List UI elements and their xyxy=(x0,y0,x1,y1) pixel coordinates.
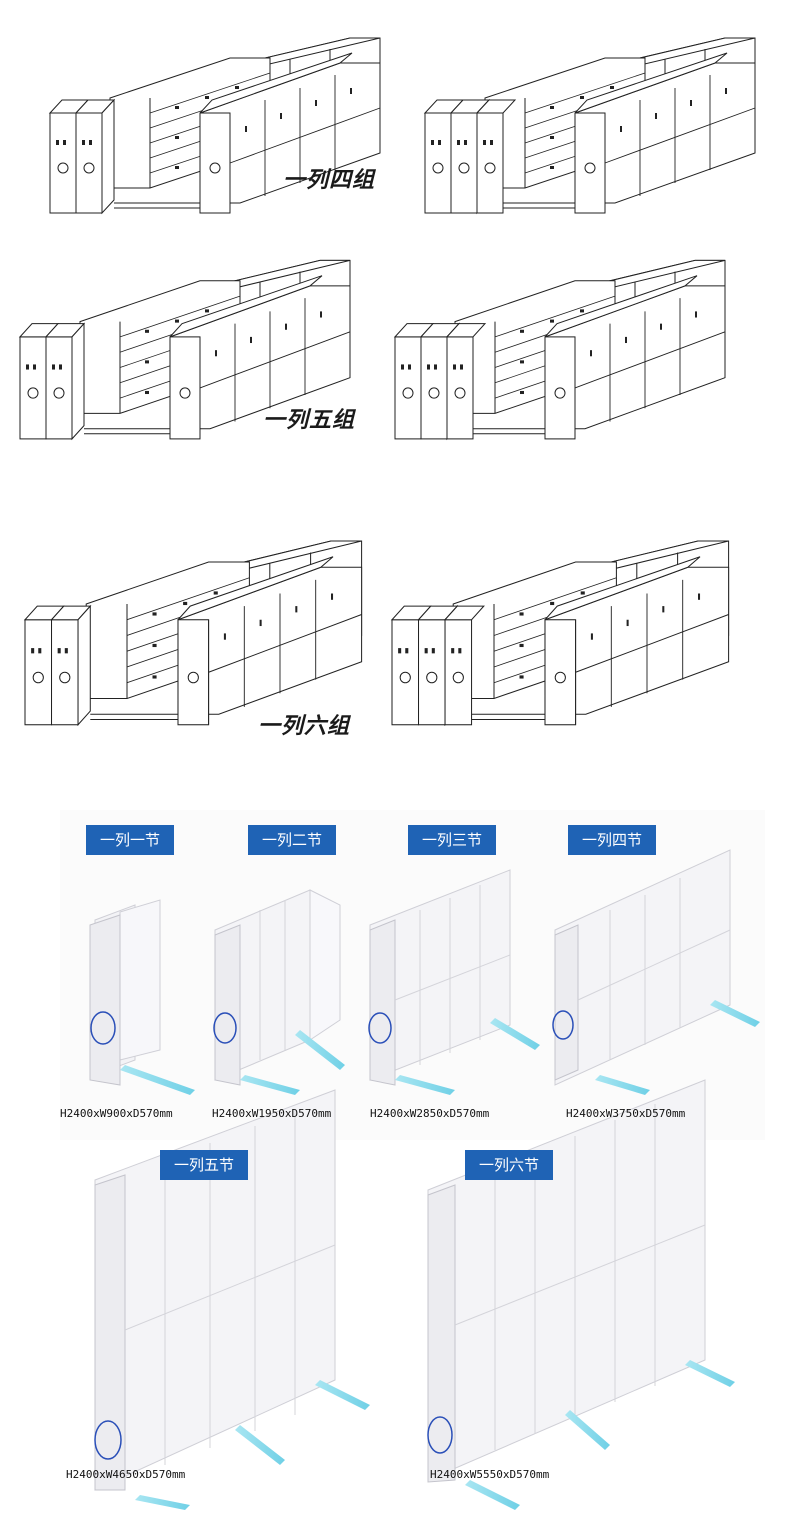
cabinet-3-bays xyxy=(368,869,540,1095)
spec-two-bays: H2400xW1950xD570mm xyxy=(212,1107,332,1120)
badge-one-row-six-bays: 一列六节 xyxy=(465,1150,553,1180)
caption-one-row-four-groups: 一列四组 xyxy=(283,168,376,193)
drawing-5group-b xyxy=(395,260,725,439)
caption-one-row-five-groups: 一列五组 xyxy=(263,408,356,433)
drawing-4group-b xyxy=(425,38,755,213)
badge-one-row-three-bays: 一列三节 xyxy=(408,825,496,855)
cabinet-6-bays xyxy=(427,1079,735,1510)
cabinet-5-bays xyxy=(94,1089,370,1510)
cabinet-2-bays xyxy=(213,889,345,1095)
bottom-cabinet-renders xyxy=(89,849,760,1510)
drawing-6group-a xyxy=(24,540,363,726)
badge-one-row-four-bays: 一列四节 xyxy=(568,825,656,855)
top-line-drawings xyxy=(19,37,790,726)
cabinet-1-bay xyxy=(89,899,195,1095)
cabinet-4-bays xyxy=(552,849,760,1095)
spec-six-bays: H2400xW5550xD570mm xyxy=(430,1468,550,1481)
drawing-6group-b xyxy=(392,541,729,725)
spec-five-bays: H2400xW4650xD570mm xyxy=(66,1468,186,1481)
caption-one-row-six-groups: 一列六组 xyxy=(258,714,351,739)
badge-one-row-one-bay: 一列一节 xyxy=(86,825,174,855)
badge-one-row-two-bays: 一列二节 xyxy=(248,825,336,855)
spec-three-bays: H2400xW2850xD570mm xyxy=(370,1107,490,1120)
badge-one-row-five-bays: 一列五节 xyxy=(160,1150,248,1180)
spec-one-bay: H2400xW900xD570mm xyxy=(60,1107,173,1120)
spec-four-bays: H2400xW3750xD570mm xyxy=(566,1107,686,1120)
